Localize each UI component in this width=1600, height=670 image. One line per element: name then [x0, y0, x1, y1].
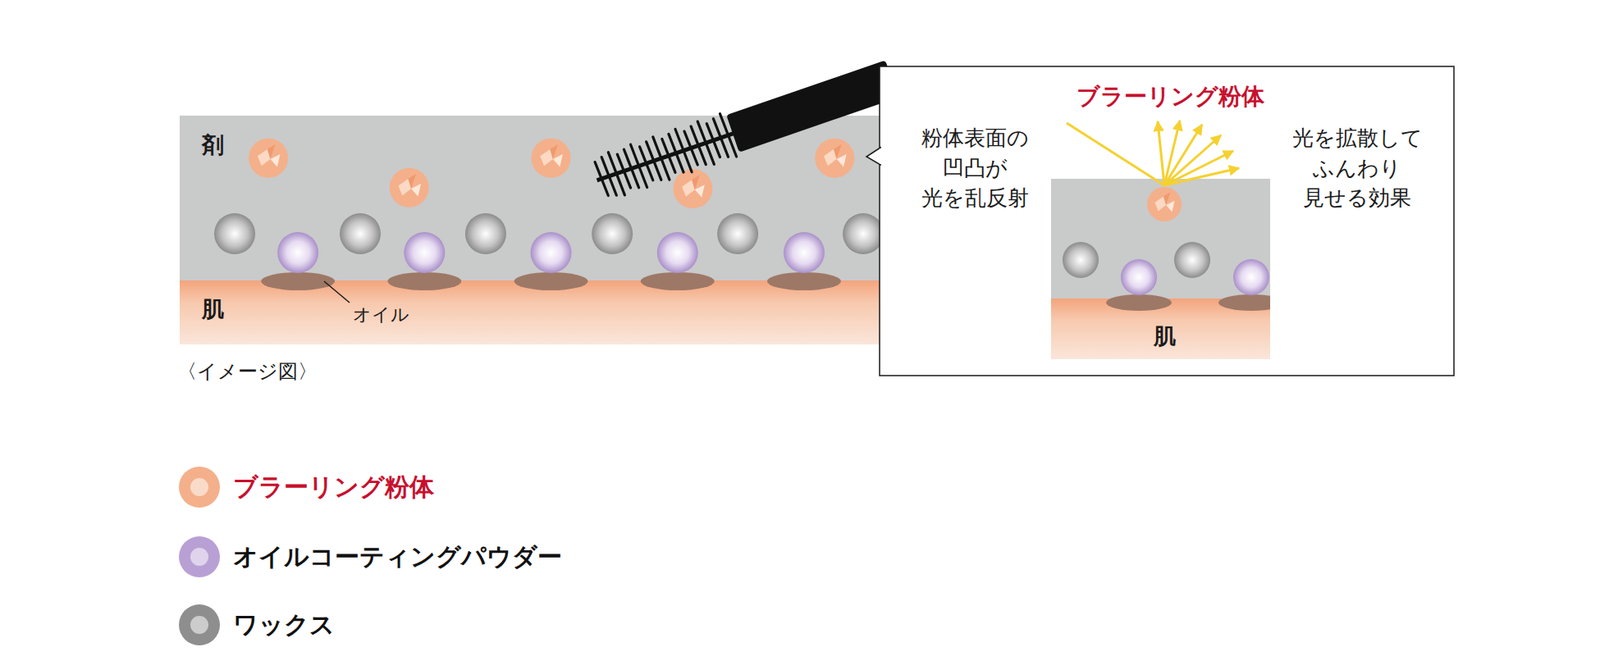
wax: [1062, 242, 1099, 279]
oil: [1106, 294, 1172, 311]
legend-swatch-color: [178, 536, 220, 578]
callout-box: ブラーリング粉体粉体表面の 凹凸が 光を乱反射 光を拡散して ふんわり 見せる効果…: [879, 66, 1454, 376]
legend-entry: オイルコーティングパウダー: [177, 534, 563, 580]
blurring-powder: [389, 168, 430, 208]
oil: [767, 272, 842, 291]
oil: [640, 272, 715, 291]
callout-pointer: [866, 147, 881, 165]
wax: [1174, 242, 1211, 279]
node-text: 光を拡散して ふんわり 見せる効果: [1270, 123, 1444, 215]
oil-coating-powder: [657, 232, 699, 274]
wax: [717, 213, 759, 255]
part-label: オイル: [352, 302, 410, 328]
oil-coating-powder: [1233, 259, 1270, 296]
oil: [387, 272, 462, 291]
skin-band: 肌: [179, 280, 880, 345]
node-text: 剤: [201, 129, 224, 161]
mascara-brush: [589, 57, 900, 203]
agent-band: [179, 115, 880, 281]
blurring-powder: [1147, 187, 1182, 222]
wax: [842, 213, 884, 255]
pointer-patch: [879, 148, 883, 165]
legend-swatch-color: [178, 604, 220, 646]
blurring-powder: [531, 138, 572, 179]
caption: 〈イメージ図〉: [177, 358, 318, 385]
particles: [214, 138, 884, 291]
wax: [339, 213, 381, 255]
callout-title: ブラーリング粉体: [1076, 80, 1265, 114]
blurring-powder: [248, 138, 288, 179]
legend-entry: ワックス: [177, 603, 335, 648]
inset-skin: 肌: [1051, 298, 1271, 360]
oil: [514, 272, 589, 291]
legend-text: ワックス: [233, 608, 335, 643]
legend-text: オイルコーティングパウダー: [233, 540, 563, 575]
legend-entry: ブラーリング粉体: [177, 465, 435, 510]
callout-frame: [879, 66, 1454, 376]
oil-coating-powder: [403, 232, 445, 274]
oil: [260, 272, 335, 291]
oil-coating-powder: [783, 232, 825, 274]
leader-line: [324, 281, 350, 303]
light-rays: [1066, 120, 1239, 186]
node-text: 肌: [201, 293, 224, 325]
legend-swatch: [177, 603, 222, 648]
legend-swatch: [177, 534, 222, 580]
blurring-powder: [672, 169, 713, 209]
legend-text: ブラーリング粉体: [233, 470, 435, 505]
node-text: 肌: [1153, 320, 1176, 352]
wax: [214, 213, 256, 255]
legend-swatch-color: [178, 466, 220, 508]
wax: [465, 213, 507, 255]
oil-coating-powder: [1120, 259, 1157, 296]
node-text: 粉体表面の 凹凸が 光を乱反射: [888, 123, 1061, 215]
wax: [591, 213, 633, 255]
legend-swatch: [177, 465, 222, 510]
oil-coating-powder: [277, 232, 319, 274]
oil: [1218, 294, 1271, 311]
inset-agent: [1051, 178, 1271, 299]
inset-particles: [1062, 187, 1271, 311]
blurring-powder: [814, 138, 855, 179]
skin-band: [179, 280, 880, 345]
agent-band: 剤: [179, 115, 880, 281]
oil-coating-powder: [530, 232, 572, 274]
